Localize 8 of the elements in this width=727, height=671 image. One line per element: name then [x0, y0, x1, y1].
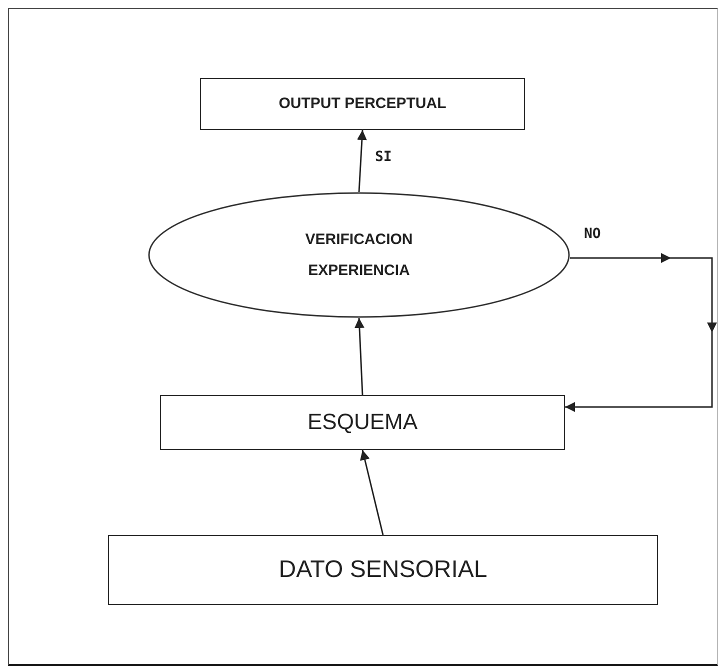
output-box: [200, 78, 525, 130]
decision-ellipse: [148, 192, 570, 318]
node-label: DATO SENSORIAL: [278, 556, 488, 584]
node-label: ESQUEMA: [307, 409, 418, 436]
node-label: VERIFICACION EXPERIENCIA: [304, 230, 414, 281]
node-label: OUTPUT PERCEPTUAL: [278, 95, 446, 113]
process-box: [160, 395, 565, 450]
input-box: [108, 535, 658, 605]
